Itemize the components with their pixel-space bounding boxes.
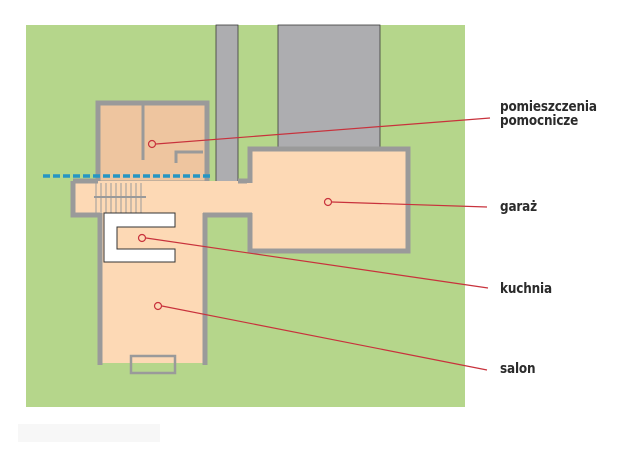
stairs (94, 183, 146, 215)
garage (247, 146, 411, 254)
label-garaz: garaż (500, 199, 537, 215)
label-salon: salon (500, 361, 536, 377)
label-kuchnia: kuchnia (500, 281, 552, 297)
leader-salon (161, 305, 488, 371)
leader-kuchnia (145, 237, 489, 289)
terrace-step (129, 354, 177, 375)
watermark (18, 424, 160, 442)
aux-rooms (95, 100, 210, 186)
leader-garaz (331, 201, 488, 208)
label-line1: pomieszczenia (500, 99, 597, 115)
path-strip (215, 24, 239, 184)
label-line2: pomocnicze (500, 113, 579, 129)
kitchen-counter (103, 212, 176, 263)
driveway (277, 24, 381, 152)
label-pomieszczenia-pomocnicze: pomieszczenia pomocnicze (500, 100, 597, 128)
leader-pomieszczenia (155, 117, 491, 145)
